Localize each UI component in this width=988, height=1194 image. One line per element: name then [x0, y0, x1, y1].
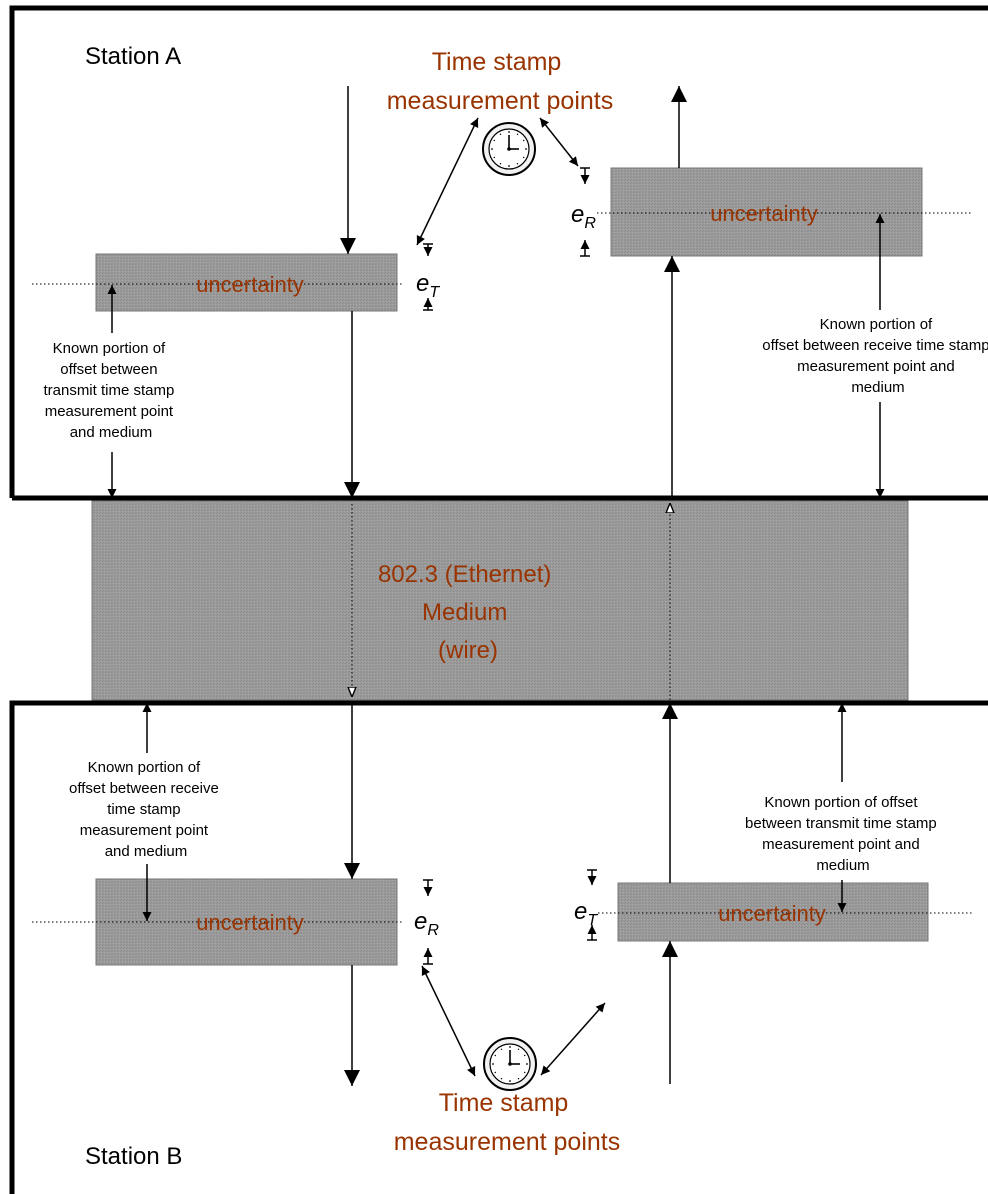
station-a-tx-uncertainty-label: uncertainty — [196, 272, 304, 297]
station-b-et-label: eT — [574, 898, 598, 929]
clock-to-rx-pointer — [539, 117, 579, 167]
station-a-receive-offset-note: Known portion of offset between receive … — [762, 316, 988, 396]
clock-to-tx-pointer — [540, 1002, 606, 1076]
station-b: Station B Time stamp measurement points — [9, 700, 988, 1194]
station-b-tx-uncertainty-label: uncertainty — [718, 901, 826, 926]
clock-to-tx-pointer — [416, 117, 479, 246]
station-a-transmit-offset-note: Known portion of offset between transmit… — [43, 340, 178, 441]
station-b-er-label: eR — [414, 908, 439, 939]
medium: 802.3 (Ethernet) Medium (wire) — [91, 500, 909, 701]
station-b-receive-offset-note: Known portion of offset between receive … — [69, 759, 223, 860]
station-a-title: Station A — [85, 43, 181, 70]
station-b-transmit-offset-note: Known portion of offset between transmit… — [745, 794, 941, 874]
station-b-rx-uncertainty-label: uncertainty — [196, 910, 304, 935]
station-b-timestamp-label: Time stamp measurement points — [394, 1089, 621, 1156]
clock-to-rx-pointer — [421, 965, 476, 1077]
clock-icon — [483, 1037, 537, 1091]
medium-box — [91, 500, 909, 701]
station-a-frame — [9, 5, 988, 501]
station-a-et-label: eT — [416, 270, 440, 301]
station-a-timestamp-label: Time stamp measurement points — [387, 48, 614, 115]
station-a-tx-uncertainty-box — [95, 253, 398, 312]
station-b-tx-uncertainty-box — [617, 882, 929, 942]
station-b-title: Station B — [85, 1143, 182, 1170]
medium-label: 802.3 (Ethernet) Medium (wire) — [378, 561, 558, 664]
clock-icon — [482, 122, 536, 176]
station-a: Station A Time stamp measurement points — [9, 5, 988, 501]
station-b-rx-uncertainty-box — [95, 878, 398, 966]
station-a-er-label: eR — [571, 201, 596, 232]
station-a-rx-uncertainty-label: uncertainty — [710, 201, 818, 226]
station-a-rx-uncertainty-box — [610, 167, 923, 257]
